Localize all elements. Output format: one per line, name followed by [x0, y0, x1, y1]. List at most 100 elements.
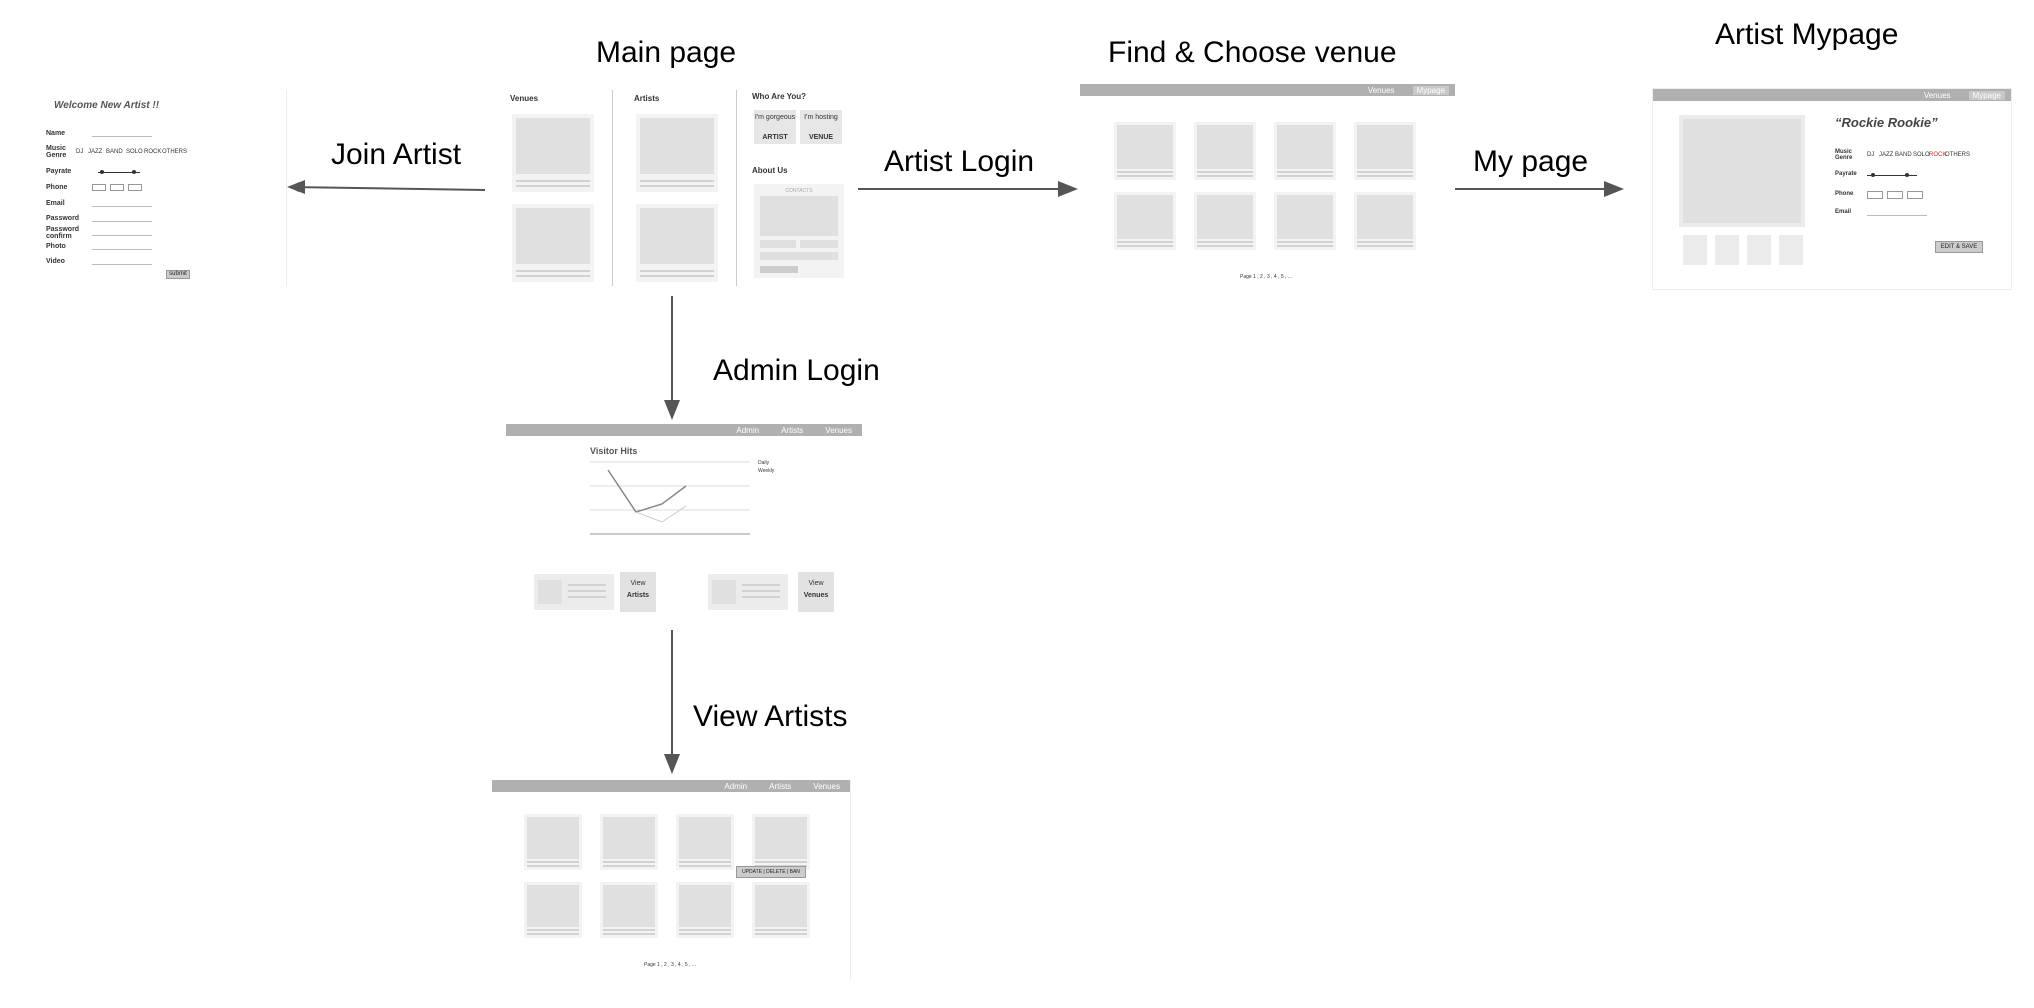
venue-card[interactable]	[1114, 122, 1176, 180]
edit-save-button[interactable]: EDIT & SAVE	[1935, 241, 1983, 253]
artist-name: “Rockie Rookie”	[1835, 115, 1938, 130]
about-us-box: CONTACTS	[754, 184, 844, 278]
view-venues-button[interactable]: View Venues	[798, 572, 834, 612]
venue-card[interactable]	[1194, 192, 1256, 250]
visitor-hits-chart	[590, 461, 750, 535]
thumb[interactable]	[1683, 235, 1707, 265]
email-field[interactable]	[92, 206, 152, 207]
view-artists-button[interactable]: View Artists	[620, 572, 656, 612]
artist-card[interactable]	[636, 114, 718, 192]
genre-jazz[interactable]: JAZZ	[1879, 152, 1894, 158]
genre-dj[interactable]: DJ	[1867, 152, 1875, 158]
who-are-you-label: Who Are You?	[752, 92, 807, 101]
thumb[interactable]	[1715, 235, 1739, 265]
join-label-video: Video	[46, 258, 65, 265]
label-join-artist: Join Artist	[331, 138, 462, 171]
join-label-email: Email	[46, 200, 65, 207]
venue-card[interactable]	[1354, 122, 1416, 180]
nav-mypage[interactable]: Mypage	[1412, 85, 1449, 95]
join-genre-solo[interactable]: SOLO	[126, 149, 143, 155]
venue-card[interactable]	[512, 114, 594, 192]
join-genre-dj[interactable]: DJ	[76, 149, 84, 155]
nav-venues[interactable]: Venues	[1923, 90, 1951, 100]
arrow-admin-login-head	[664, 400, 680, 420]
genre-solo[interactable]: SOLO	[1913, 152, 1930, 158]
join-genre-band[interactable]: BAND	[106, 149, 123, 155]
thumb[interactable]	[1779, 235, 1803, 265]
phone-input-3[interactable]	[128, 184, 142, 191]
venues-label: Venues	[510, 94, 539, 103]
label-admin-login: Admin Login	[713, 354, 880, 387]
venue-card[interactable]	[512, 204, 594, 282]
join-genre-jazz[interactable]: JAZZ	[88, 149, 103, 155]
nav-artists[interactable]: Artists	[769, 781, 792, 791]
admin-actions-tooltip[interactable]: UPDATE | DELETE | BAN	[736, 866, 806, 878]
artist-card[interactable]	[524, 814, 582, 870]
thumb[interactable]	[1747, 235, 1771, 265]
payrate-slider[interactable]	[98, 172, 140, 173]
submit-button[interactable]: submit	[166, 270, 190, 279]
join-label-photo: Photo	[46, 243, 66, 250]
phone-input-1[interactable]	[92, 184, 106, 191]
arrow-my-page-head	[1604, 181, 1624, 197]
admin-page-mockup: Admin Artists Venues Visitor Hits Daily …	[506, 424, 862, 624]
artist-card[interactable]	[600, 814, 658, 870]
map-placeholder	[760, 196, 838, 236]
profile-photo	[1679, 115, 1805, 227]
artist-card[interactable]	[636, 204, 718, 282]
artist-card[interactable]	[752, 882, 810, 938]
photo-field[interactable]	[92, 249, 152, 250]
join-label-password-confirm: Password confirm	[46, 226, 80, 240]
video-field[interactable]	[92, 264, 152, 265]
im-venue-button[interactable]: I'm hosting VENUE	[800, 110, 842, 144]
venue-card[interactable]	[1114, 192, 1176, 250]
join-genre-others[interactable]: OTHERS	[162, 149, 188, 155]
venue-card[interactable]	[1274, 192, 1336, 250]
venue-card[interactable]	[1194, 122, 1256, 180]
main-page-mockup: Venues Artists Who Are You? I'm gorgeous…	[506, 90, 856, 286]
im-artist-button[interactable]: I'm gorgeous ARTIST	[754, 110, 796, 144]
send-button[interactable]	[760, 266, 798, 273]
password-field[interactable]	[92, 221, 152, 222]
venue-summary-card	[708, 574, 788, 610]
title-artist-mypage: Artist Mypage	[1715, 18, 1899, 51]
phone-input-2[interactable]	[110, 184, 124, 191]
artist-card[interactable]	[524, 882, 582, 938]
nav-admin[interactable]: Admin	[724, 781, 748, 791]
genre-rock-selected[interactable]: ROCK	[1929, 152, 1947, 158]
artist-card[interactable]	[600, 882, 658, 938]
nav-venues[interactable]: Venues	[1367, 85, 1395, 95]
payrate-slider[interactable]	[1867, 175, 1917, 176]
artist-summary-card	[534, 574, 614, 610]
series-weekly	[635, 505, 687, 523]
nav-mypage[interactable]: Mypage	[1968, 90, 2005, 100]
nav-artists[interactable]: Artists	[781, 425, 804, 435]
label-my-page: My page	[1473, 145, 1589, 178]
venue-card[interactable]	[1354, 192, 1416, 250]
email-field[interactable]	[1867, 215, 1927, 216]
venue-pagination[interactable]: Page 1 , 2 , 3 , 4 , 5 , ...	[1240, 274, 1292, 280]
artist-card[interactable]	[676, 882, 734, 938]
phone-input-3[interactable]	[1907, 191, 1923, 199]
phone-input-1[interactable]	[1867, 191, 1883, 199]
label-view-artists: View Artists	[693, 700, 848, 733]
title-main-page: Main page	[596, 36, 737, 69]
mypage-mockup: Venues Mypage “Rockie Rookie” Music Genr…	[1652, 88, 2012, 290]
series-daily	[607, 469, 687, 513]
artist-card[interactable]	[676, 814, 734, 870]
join-genre-rock[interactable]: ROCK	[144, 149, 162, 155]
venue-nav-bar: Venues Mypage	[1080, 84, 1455, 96]
email-label: Email	[1835, 209, 1852, 215]
view-artists-pagination[interactable]: Page 1 , 2 , 3 , 4 , 5 , ...	[644, 962, 696, 968]
nav-venues[interactable]: Venues	[825, 425, 852, 435]
nav-venues[interactable]: Venues	[813, 781, 840, 791]
venue-card[interactable]	[1274, 122, 1336, 180]
phone-input-2[interactable]	[1887, 191, 1903, 199]
artist-card[interactable]	[752, 814, 810, 870]
genre-others[interactable]: OTHERS	[1945, 152, 1971, 158]
genre-band[interactable]: BAND	[1895, 152, 1912, 158]
nav-admin[interactable]: Admin	[736, 425, 760, 435]
music-genre-label: Music Genre	[1835, 149, 1853, 161]
password-confirm-field[interactable]	[92, 235, 152, 236]
